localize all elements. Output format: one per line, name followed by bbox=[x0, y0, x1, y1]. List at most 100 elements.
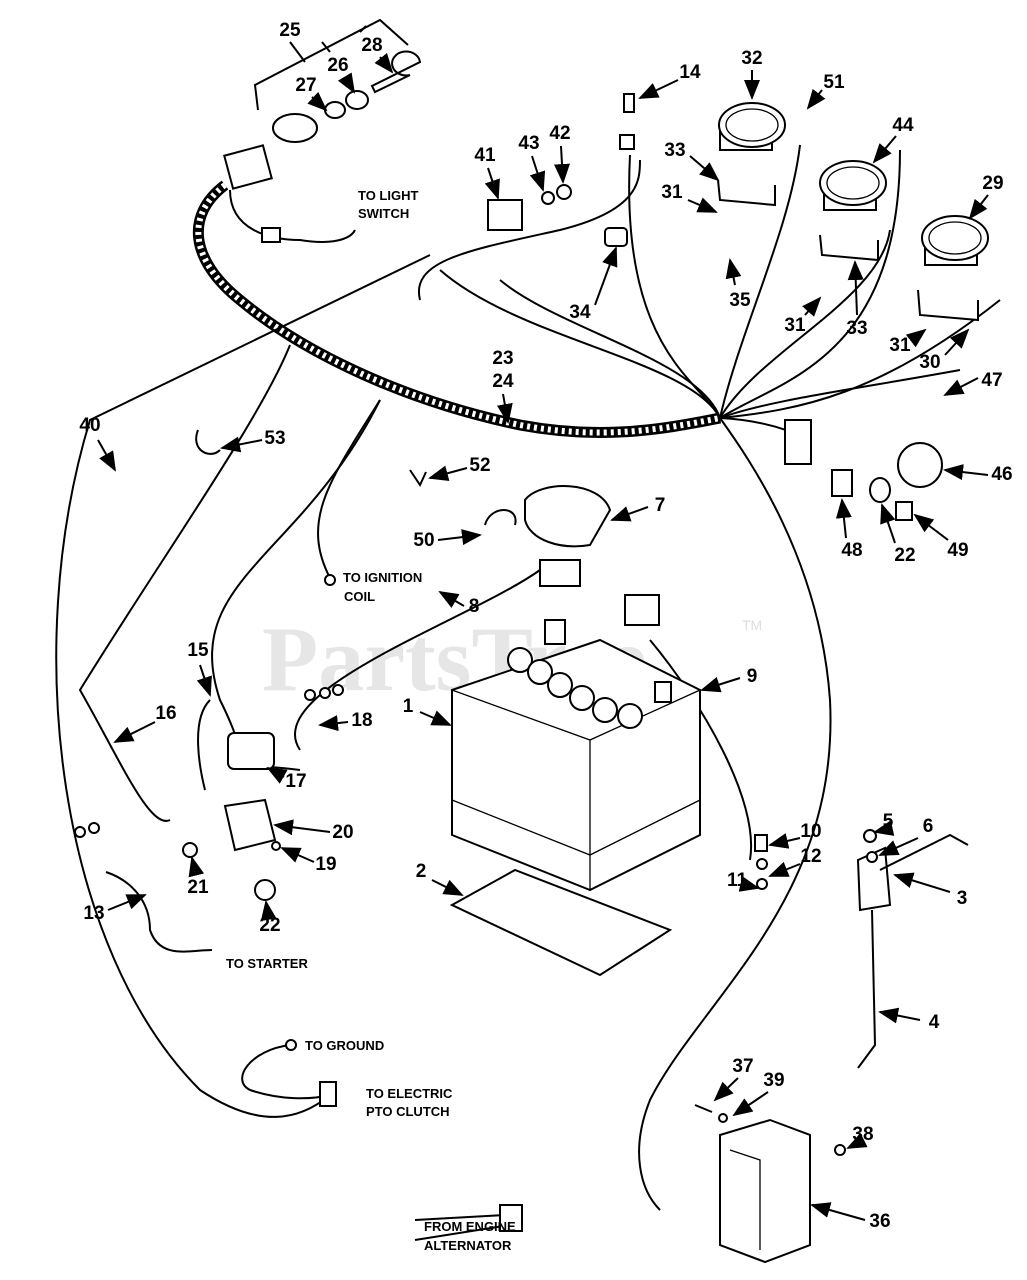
callout: 40 bbox=[79, 415, 100, 436]
callout: 42 bbox=[549, 123, 570, 144]
callout: 9 bbox=[747, 666, 758, 687]
notes: TO LIGHT SWITCH TO IGNITION COIL TO STAR… bbox=[226, 188, 516, 1253]
callout: 31 bbox=[661, 182, 683, 203]
callout: 12 bbox=[800, 846, 821, 867]
battery-tray bbox=[449, 868, 673, 977]
rod-4 bbox=[857, 909, 877, 1069]
note-alternator: FROM ENGINE bbox=[424, 1219, 516, 1234]
bulb-socket bbox=[619, 134, 635, 150]
callouts: 25 27 26 28 14 32 51 44 29 41 43 42 33 3… bbox=[79, 20, 1012, 1232]
regulator-36 bbox=[499, 1104, 846, 1264]
callout: 48 bbox=[841, 540, 862, 561]
note-ignition-coil: TO IGNITION bbox=[343, 570, 422, 585]
bulb-14 bbox=[623, 93, 635, 113]
callout: 50 bbox=[413, 530, 434, 551]
callout: 19 bbox=[315, 854, 336, 875]
callout: 4 bbox=[929, 1012, 940, 1033]
solenoid bbox=[182, 732, 281, 901]
note-ground: TO GROUND bbox=[305, 1038, 384, 1053]
clip-52 bbox=[409, 469, 427, 488]
callout: 30 bbox=[919, 352, 940, 373]
callout: 49 bbox=[947, 540, 968, 561]
washer-43 bbox=[541, 191, 555, 205]
callout: 34 bbox=[569, 302, 591, 323]
callout: 39 bbox=[763, 1070, 784, 1091]
callout: 23 bbox=[492, 348, 513, 369]
callout: 6 bbox=[923, 816, 934, 837]
note-light-switch: SWITCH bbox=[358, 206, 409, 221]
note-pto-clutch: TO ELECTRIC bbox=[366, 1086, 453, 1101]
note-pto-clutch: PTO CLUTCH bbox=[366, 1104, 450, 1119]
callout: 2 bbox=[416, 861, 427, 882]
callout: 41 bbox=[474, 145, 496, 166]
note-starter: TO STARTER bbox=[226, 956, 308, 971]
callout: 16 bbox=[155, 703, 176, 724]
switch-46 bbox=[897, 442, 943, 488]
callout: 35 bbox=[729, 290, 751, 311]
nut-42 bbox=[556, 184, 572, 200]
note-ignition-coil: COIL bbox=[344, 589, 375, 604]
callout: 11 bbox=[727, 870, 748, 891]
switch-41 bbox=[487, 199, 523, 231]
callout: 15 bbox=[187, 640, 209, 661]
callout: 37 bbox=[732, 1056, 753, 1077]
strap-53 bbox=[195, 429, 221, 455]
bracket-3 bbox=[856, 846, 892, 912]
pto-connector bbox=[319, 1081, 337, 1107]
callout: 31 bbox=[784, 315, 806, 336]
callout: 8 bbox=[469, 596, 480, 617]
gauge-32 bbox=[717, 102, 786, 207]
callout: 26 bbox=[327, 55, 348, 76]
callout: 31 bbox=[889, 335, 911, 356]
callout: 1 bbox=[403, 696, 414, 717]
callout: 43 bbox=[518, 133, 539, 154]
callout: 13 bbox=[83, 903, 104, 924]
callout: 52 bbox=[469, 455, 490, 476]
sender-34 bbox=[604, 227, 628, 247]
callout: 22 bbox=[259, 915, 280, 936]
callout: 18 bbox=[351, 710, 372, 731]
note-light-switch: TO LIGHT bbox=[358, 188, 418, 203]
callout: 10 bbox=[800, 821, 821, 842]
callout: 44 bbox=[892, 115, 914, 136]
callout: 21 bbox=[187, 877, 209, 898]
callout: 24 bbox=[492, 371, 514, 392]
callout: 46 bbox=[991, 464, 1012, 485]
ignition-switch-bracket bbox=[253, 18, 409, 111]
callout: 22 bbox=[894, 545, 915, 566]
strap-50 bbox=[484, 509, 517, 526]
note-alternator: ALTERNATOR bbox=[424, 1238, 512, 1253]
callout: 33 bbox=[846, 318, 867, 339]
watermark-tm: TM bbox=[742, 617, 762, 633]
connector-block bbox=[784, 419, 812, 465]
callout: 3 bbox=[957, 888, 968, 909]
callout: 33 bbox=[664, 140, 685, 161]
callout: 5 bbox=[883, 811, 894, 832]
callout: 27 bbox=[295, 75, 316, 96]
light-switch-connector bbox=[261, 227, 281, 243]
callout: 7 bbox=[655, 495, 666, 516]
switch-48 bbox=[831, 469, 853, 497]
callout: 14 bbox=[679, 62, 701, 83]
callout: 20 bbox=[332, 822, 353, 843]
wiring-harness bbox=[55, 144, 1001, 1241]
callout: 36 bbox=[869, 1211, 890, 1232]
gauge-44 bbox=[819, 160, 887, 262]
battery bbox=[451, 559, 701, 892]
callout: 47 bbox=[981, 370, 1002, 391]
clip-49 bbox=[895, 501, 913, 521]
callout: 51 bbox=[823, 72, 845, 93]
callout: 17 bbox=[285, 771, 306, 792]
callout: 53 bbox=[264, 428, 285, 449]
callout: 25 bbox=[279, 20, 301, 41]
terminal-cover-7 bbox=[524, 485, 612, 548]
callout: 38 bbox=[852, 1124, 873, 1145]
ignition-switch bbox=[223, 50, 422, 190]
gauge-29 bbox=[917, 215, 989, 322]
nut-22 bbox=[869, 477, 891, 503]
callout: 28 bbox=[361, 35, 382, 56]
callout: 29 bbox=[982, 173, 1003, 194]
callout: 32 bbox=[741, 48, 762, 69]
